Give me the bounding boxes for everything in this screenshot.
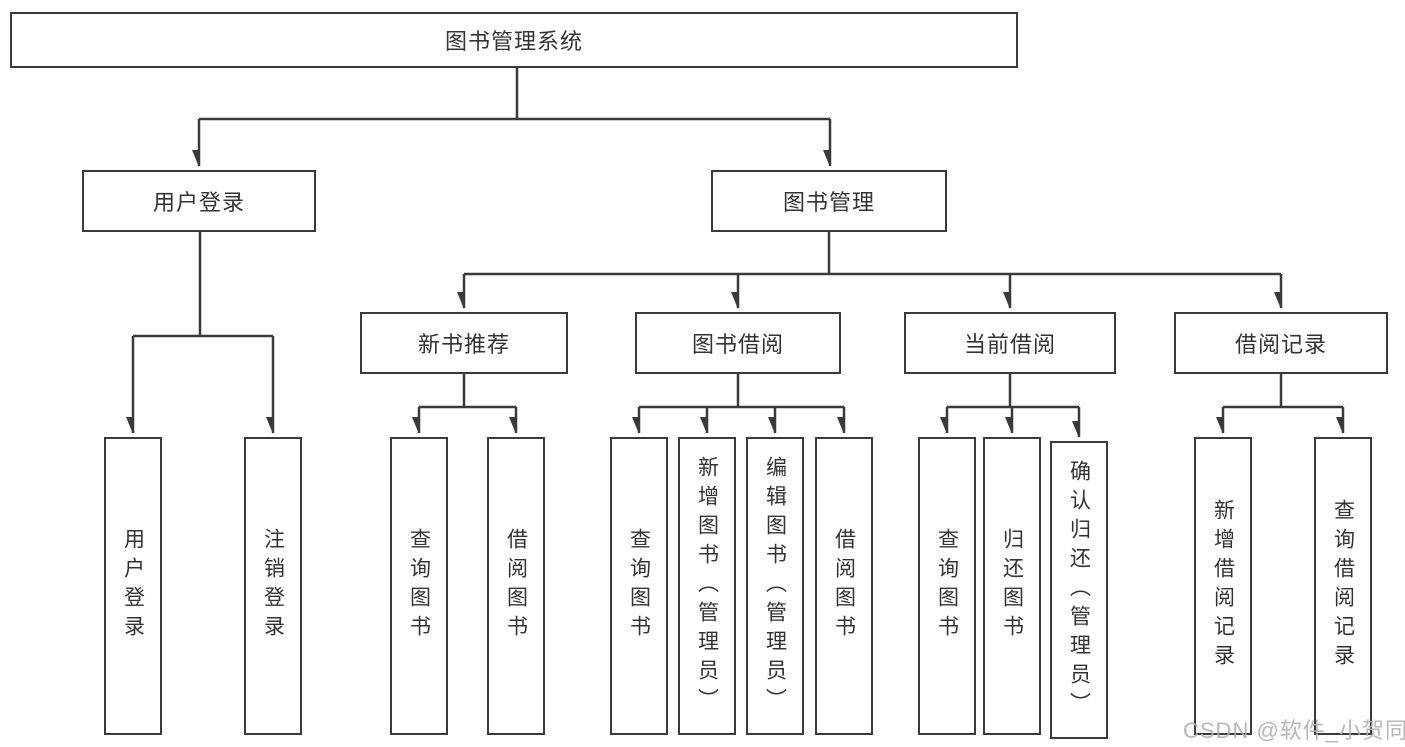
node-root-system: 图书管理系统: [10, 12, 1018, 68]
leaf-query-books-current-label: 查询图书: [935, 528, 959, 644]
node-borrowing-records-label: 借阅记录: [1234, 332, 1327, 357]
leaf-add-books-admin: 新增图书（管理员）: [678, 437, 736, 735]
leaf-query-borrow-record: 查询借阅记录: [1314, 437, 1372, 735]
leaf-query-borrow-record-label: 查询借阅记录: [1331, 499, 1355, 673]
node-current-borrowing-label: 当前借阅: [963, 332, 1056, 357]
leaf-query-books-recommend: 查询图书: [390, 437, 448, 735]
leaf-user-login-label: 用户登录: [121, 528, 145, 644]
node-current-borrowing: 当前借阅: [904, 312, 1116, 374]
node-user-login: 用户登录: [82, 170, 316, 232]
leaf-logout: 注销登录: [244, 437, 302, 735]
leaf-add-borrow-record-label: 新增借阅记录: [1211, 499, 1235, 673]
leaf-edit-books-admin-label: 编辑图书（管理员）: [763, 455, 787, 717]
csdn-watermark: CSDN @软件_小贺同学: [1183, 718, 1405, 743]
leaf-add-borrow-record: 新增借阅记录: [1194, 437, 1252, 735]
leaf-edit-books-admin: 编辑图书（管理员）: [746, 437, 804, 735]
leaf-return-books: 归还图书: [983, 437, 1041, 735]
leaf-borrow-books-recommend: 借阅图书: [487, 437, 545, 735]
node-book-management-label: 图书管理: [782, 190, 875, 215]
leaf-confirm-return-admin-label: 确认归还（管理员）: [1067, 459, 1091, 721]
leaf-borrow-books-recommend-label: 借阅图书: [504, 528, 528, 644]
node-borrowing-records: 借阅记录: [1174, 312, 1388, 374]
node-user-login-label: 用户登录: [152, 190, 245, 215]
leaf-return-books-label: 归还图书: [1000, 528, 1024, 644]
leaf-borrow-books: 借阅图书: [815, 437, 873, 735]
leaf-confirm-return-admin: 确认归还（管理员）: [1050, 441, 1108, 739]
leaf-query-books-borrowing: 查询图书: [610, 437, 668, 735]
node-new-book-recommend-label: 新书推荐: [417, 332, 510, 357]
node-book-management: 图书管理: [711, 170, 947, 232]
node-root-label: 图书管理系统: [444, 29, 583, 54]
leaf-query-books-current: 查询图书: [918, 437, 976, 735]
leaf-add-books-admin-label: 新增图书（管理员）: [695, 455, 719, 717]
leaf-borrow-books-label: 借阅图书: [832, 528, 856, 644]
leaf-query-books-recommend-label: 查询图书: [407, 528, 431, 644]
leaf-query-books-borrowing-label: 查询图书: [627, 528, 651, 644]
leaf-user-login: 用户登录: [104, 437, 162, 735]
node-book-borrowing: 图书借阅: [635, 312, 841, 374]
node-new-book-recommend: 新书推荐: [360, 312, 568, 374]
node-book-borrowing-label: 图书借阅: [691, 332, 784, 357]
leaf-logout-label: 注销登录: [261, 528, 285, 644]
